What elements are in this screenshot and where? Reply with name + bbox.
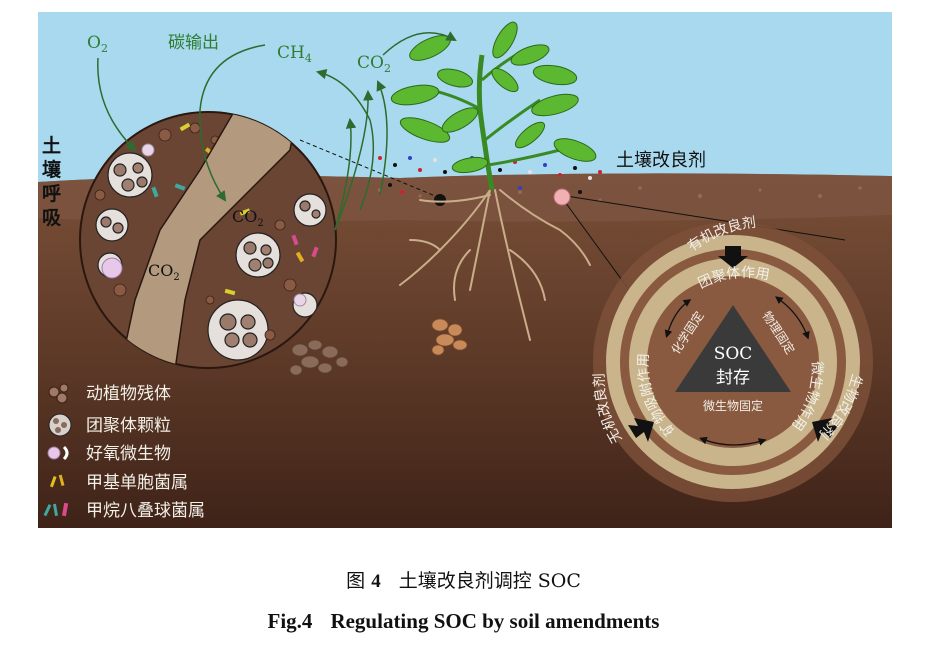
bio-amendment-arrow xyxy=(812,418,838,442)
residue-icon xyxy=(48,383,69,404)
co2-zoom-label-1: CO2 xyxy=(232,207,264,229)
legend-label-aerobic: 好氧微生物 xyxy=(86,444,171,464)
soil-respiration-label: 土 壤 呼 吸 xyxy=(42,135,68,229)
soc-wheel: SOC 封存 物理固定 化学固定 微生物固定 团聚体作用 微生物作用 矿物吸附作… xyxy=(592,215,873,502)
caption-en: Fig.4 Regulating SOC by soil amendments xyxy=(0,609,927,634)
zoom-link-line-3 xyxy=(559,194,846,241)
ring-arrow-top-right xyxy=(775,296,810,340)
caption-cn-prefix: 图 xyxy=(346,570,366,592)
methylomonas-icon xyxy=(50,474,65,488)
legend-label-methanosarcina: 甲烷八叠球菌属 xyxy=(86,501,205,521)
inner-microbial-fixation: 微生物固定 xyxy=(703,398,763,413)
legend-label-aggregate: 团聚体颗粒 xyxy=(86,416,171,436)
orange-pebbles xyxy=(431,318,468,356)
plant-roots xyxy=(399,189,591,341)
soc-diagram: O2 碳输出 CH4 CO2 CO2 CO2 土 壤 呼 吸 土壤改良剂 动植物… xyxy=(38,12,892,528)
methanosarcina-icon xyxy=(43,502,69,517)
microbe-particles xyxy=(101,122,319,307)
caption-cn: 图 4 土壤改良剂调控 SOC xyxy=(0,566,927,593)
co2-zoom-label-2: CO2 xyxy=(148,261,180,283)
caption-en-prefix: Fig.4 xyxy=(267,609,313,633)
zoom-link-line xyxy=(299,139,441,199)
organic-amendment-arrow xyxy=(718,246,748,268)
soc-triangle xyxy=(675,305,791,392)
pebble-cluster xyxy=(289,339,349,376)
legend-label-methylomonas: 甲基单胞菌属 xyxy=(86,473,188,493)
inorganic-amendment-arrow xyxy=(628,418,654,442)
caption-cn-number: 4 xyxy=(371,571,381,592)
legend-label-residue: 动植物残体 xyxy=(86,384,171,404)
soc-center-line1: SOC xyxy=(714,344,753,364)
aggregate-icon xyxy=(48,413,72,437)
plant xyxy=(390,21,597,191)
legend: 动植物残体 团聚体颗粒 好氧微生物 甲基单胞菌属 甲烷八叠球菌属 xyxy=(43,383,205,521)
caption-en-text: Regulating SOC by soil amendments xyxy=(330,609,660,633)
soc-center-line2: 封存 xyxy=(716,368,750,388)
ring-arrow-top-left xyxy=(664,299,692,338)
ch4-label: CH4 xyxy=(277,43,312,65)
soil-particles xyxy=(378,186,862,202)
ring-arrow-bottom xyxy=(699,436,767,446)
carbon-output-label: 碳输出 xyxy=(168,33,219,53)
o2-label: O2 xyxy=(87,33,108,55)
aggregate-zoom-circle xyxy=(79,111,337,369)
aerobic-microbe-icon xyxy=(47,445,69,461)
caption-cn-text: 土壤改良剂调控 SOC xyxy=(398,570,581,592)
co2-sky-label: CO2 xyxy=(357,53,391,75)
flow-arrows xyxy=(97,31,457,231)
soil-amendment-label: 土壤改良剂 xyxy=(616,150,706,171)
residue-particles xyxy=(94,122,297,341)
